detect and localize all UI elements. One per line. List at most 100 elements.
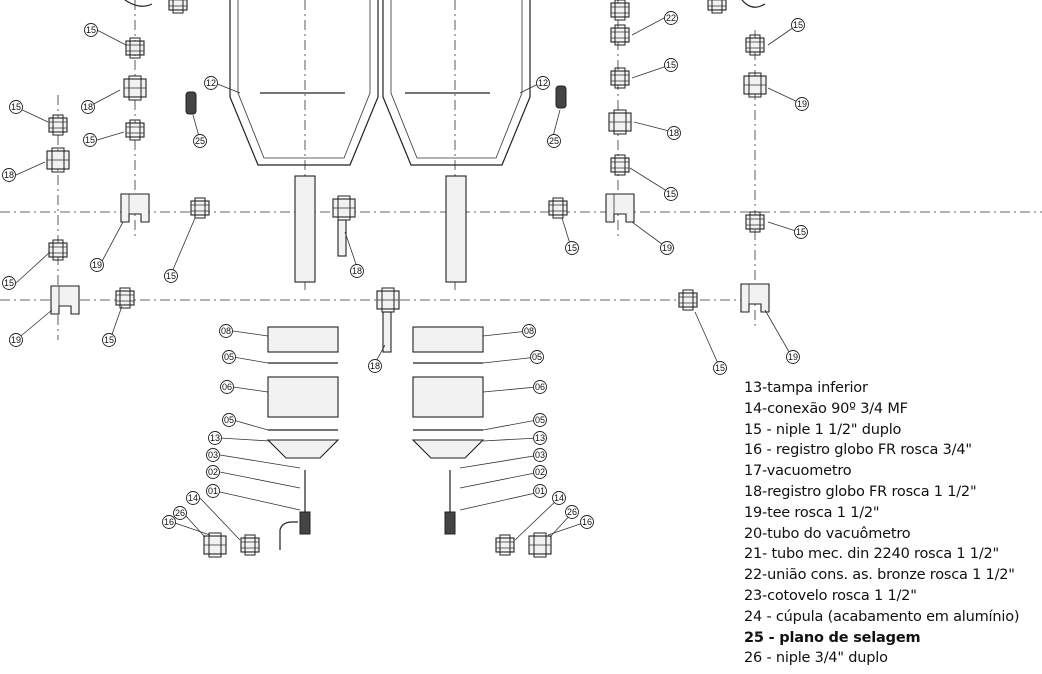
callout-02: 02: [533, 465, 547, 479]
callout-12: 12: [536, 76, 550, 90]
svg-text:03: 03: [208, 450, 218, 460]
svg-text:03: 03: [535, 450, 545, 460]
callout-18: 18: [81, 100, 95, 114]
svg-text:06: 06: [222, 382, 232, 392]
svg-text:15: 15: [86, 25, 96, 35]
callout-01: 01: [533, 484, 547, 498]
svg-text:06: 06: [535, 382, 545, 392]
svg-text:15: 15: [11, 102, 21, 112]
callout-15: 15: [794, 225, 808, 239]
callout-18: 18: [2, 168, 16, 182]
callout-16: 16: [162, 515, 176, 529]
svg-text:26: 26: [567, 507, 577, 517]
callout-26: 26: [565, 505, 579, 519]
legend-item-18: 18-registro globo FR rosca 1 1/2": [744, 483, 977, 500]
callout-15: 15: [713, 361, 727, 375]
svg-text:16: 16: [582, 517, 592, 527]
svg-text:15: 15: [793, 20, 803, 30]
callout-06: 06: [220, 380, 234, 394]
tank-right: [382, 0, 531, 283]
legend-item-26: 26 - niple 3/4" duplo: [744, 650, 888, 667]
callout-26: 26: [173, 506, 187, 520]
callout-18: 18: [350, 264, 364, 278]
svg-text:15: 15: [567, 243, 577, 253]
svg-text:18: 18: [4, 170, 14, 180]
callout-12: 12: [204, 76, 218, 90]
callout-15: 15: [84, 23, 98, 37]
svg-text:12: 12: [206, 78, 216, 88]
callout-15: 15: [83, 133, 97, 147]
callout-08: 08: [522, 324, 536, 338]
callout-03: 03: [206, 448, 220, 462]
svg-text:22: 22: [666, 13, 676, 23]
callout-19: 19: [660, 241, 674, 255]
callout-13: 13: [533, 431, 547, 445]
svg-text:15: 15: [4, 278, 14, 288]
parts-legend: 13-tampa inferior 14-conexão 90º 3/4 MF …: [744, 378, 1040, 669]
callout-15: 15: [102, 333, 116, 347]
svg-text:25: 25: [549, 136, 559, 146]
callout-08: 08: [219, 324, 233, 338]
svg-text:01: 01: [208, 486, 218, 496]
sealing-knob-right: [555, 85, 567, 109]
legend-item-20: 20-tubo do vacuômetro: [744, 525, 911, 542]
legend-item-13: 13-tampa inferior: [744, 380, 868, 396]
svg-text:15: 15: [715, 363, 725, 373]
svg-text:19: 19: [662, 243, 672, 253]
svg-text:13: 13: [210, 433, 220, 443]
svg-text:05: 05: [224, 415, 234, 425]
callout-05: 05: [533, 413, 547, 427]
callout-14: 14: [186, 491, 200, 505]
svg-text:14: 14: [554, 493, 564, 503]
legend-item-15: 15 - niple 1 1/2" duplo: [744, 421, 902, 438]
legend-item-16: 16 - registro globo FR rosca 3/4": [744, 442, 972, 459]
callout-05: 05: [530, 350, 544, 364]
callout-03: 03: [533, 448, 547, 462]
svg-text:13: 13: [535, 433, 545, 443]
callout-18: 18: [667, 126, 681, 140]
svg-text:05: 05: [532, 352, 542, 362]
callout-15: 15: [9, 100, 23, 114]
legend-item-17: 17-vacuometro: [744, 463, 852, 480]
svg-text:15: 15: [85, 135, 95, 145]
callout-19: 19: [795, 97, 809, 111]
callout-25: 25: [547, 134, 561, 148]
callout-15: 15: [664, 58, 678, 72]
callout-25: 25: [193, 134, 207, 148]
svg-text:02: 02: [535, 467, 545, 477]
legend-item-22: 22-união cons. as. bronze rosca 1 1/2": [744, 567, 1015, 584]
callout-15: 15: [565, 241, 579, 255]
callout-labels: 15 15 18 15 18 15 19 19 15 15 12 25 18 18 12 25 22 15 18 15…: [2, 11, 809, 529]
svg-text:01: 01: [535, 486, 545, 496]
legend-item-25: 25 - plano de selagem: [744, 629, 921, 646]
callout-05: 05: [222, 350, 236, 364]
svg-text:02: 02: [208, 467, 218, 477]
svg-text:15: 15: [104, 335, 114, 345]
callout-16: 16: [580, 515, 594, 529]
svg-text:12: 12: [538, 78, 548, 88]
svg-text:26: 26: [175, 508, 185, 518]
callout-14: 14: [552, 491, 566, 505]
svg-text:15: 15: [666, 189, 676, 199]
svg-text:18: 18: [352, 266, 362, 276]
legend-item-19: 19-tee rosca 1 1/2": [744, 504, 880, 521]
callout-19: 19: [9, 333, 23, 347]
svg-text:15: 15: [796, 227, 806, 237]
svg-text:18: 18: [370, 361, 380, 371]
svg-text:19: 19: [11, 335, 21, 345]
svg-text:15: 15: [666, 60, 676, 70]
tank-left: [229, 0, 379, 283]
callout-19: 19: [90, 258, 104, 272]
callout-02: 02: [206, 465, 220, 479]
svg-text:08: 08: [221, 326, 231, 336]
callout-19: 19: [786, 350, 800, 364]
callout-05: 05: [222, 413, 236, 427]
sealing-knob-left: [185, 91, 197, 115]
callout-15: 15: [791, 18, 805, 32]
svg-text:19: 19: [92, 260, 102, 270]
legend-item-21: 21- tubo mec. din 2240 rosca 1 1/2": [744, 546, 1000, 563]
svg-text:16: 16: [164, 517, 174, 527]
svg-text:18: 18: [669, 128, 679, 138]
svg-text:25: 25: [195, 136, 205, 146]
